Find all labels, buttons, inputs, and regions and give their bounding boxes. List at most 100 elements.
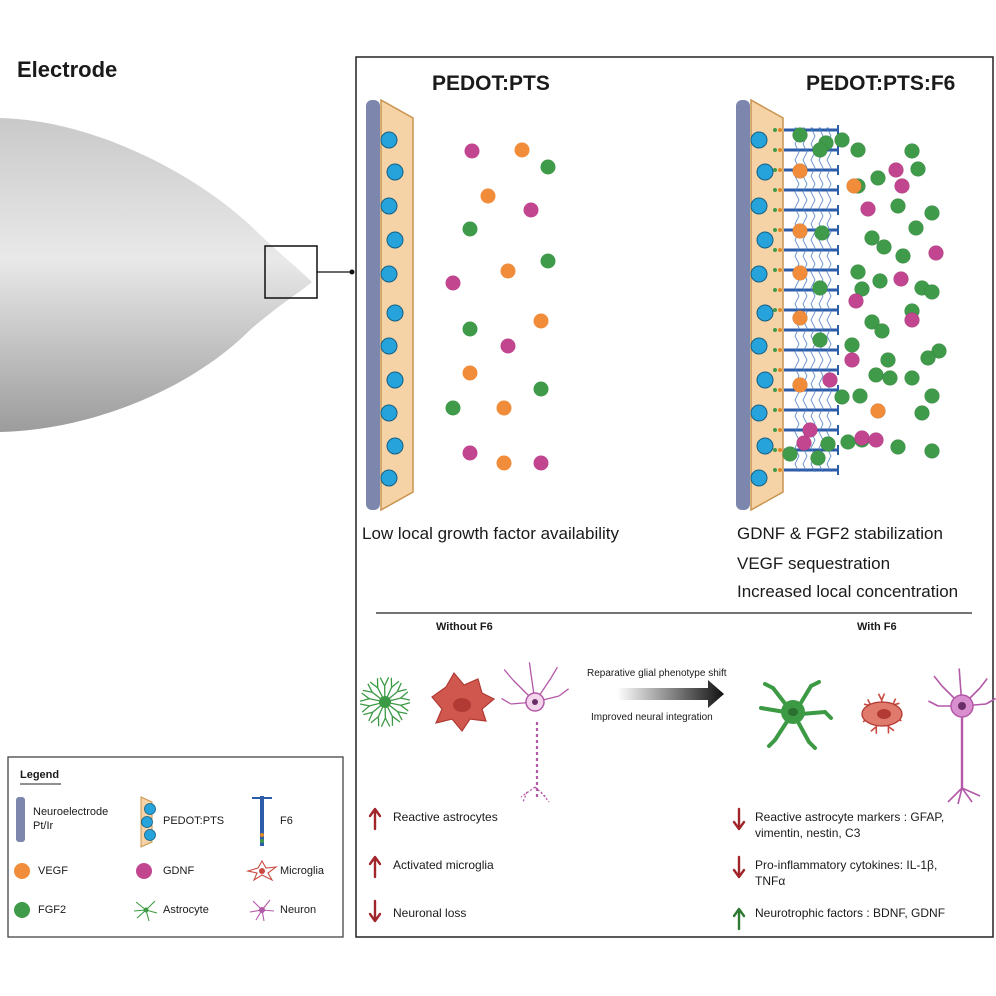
growth-factor-particle [445,400,461,416]
growth-factor-particle [814,225,830,241]
growth-factor-particle [445,275,461,291]
effect-without-2: Activated microglia [393,858,494,872]
pedot-sphere [380,469,398,487]
pedot-sphere [380,197,398,215]
down-arrow-icon [732,855,746,879]
legend-neuron-label: Neuron [280,904,317,916]
main-panel-frame [355,56,994,938]
left-growth-factors [445,142,556,471]
pedot-sphere [386,371,404,389]
growth-factor-particle [844,337,860,353]
neuron-healthy [928,668,996,805]
growth-factor-particle [893,271,909,287]
growth-factor-particle [480,188,496,204]
pedot-sphere [386,437,404,455]
legend-microglia-label: Microglia [280,865,325,877]
pedot-sphere [380,404,398,422]
growth-factor-particle [924,443,940,459]
growth-factor-particle [904,370,920,386]
phenotype-shift-arrow [617,680,724,708]
growth-factor-particle [850,142,866,158]
arrow-top-label: Reparative glial phenotype shift [587,668,727,679]
effect-with-2-line-1: Pro-inflammatory cytokines: IL-1β, [755,858,938,872]
pedot-sphere [750,469,768,487]
legend-box [7,756,344,938]
growth-factor-particle [523,202,539,218]
effect-with-1-line-1: Reactive astrocyte markers : GFAP, [755,810,945,824]
legend-neuroelectrode-label-1: Neuroelectrode [33,806,109,818]
pedot-sphere [756,371,774,389]
growth-factor-particle [920,350,936,366]
effect-arrows [368,807,746,931]
growth-factor-particle [924,388,940,404]
up-arrow-icon [732,907,746,931]
effect-without-3: Neuronal loss [393,906,467,920]
growth-factor-particle [931,343,947,359]
legend-f6-label: F6 [280,815,293,827]
growth-factor-particle [540,159,556,175]
effect-with-1-line-2: vimentin, nestin, C3 [755,826,861,840]
pedot-sphere [386,231,404,249]
right-growth-factors [782,127,947,466]
legend-pedot-swatch [140,796,156,848]
growth-factor-particle [924,284,940,300]
growth-factor-particle [496,455,512,471]
pedot-sphere [750,337,768,355]
growth-factor-particle [792,223,808,239]
neuron-degenerating [501,662,569,803]
effect-without-1: Reactive astrocytes [393,810,498,824]
legend-f6-swatch [252,796,272,846]
growth-factor-particle [812,142,828,158]
growth-factor-particle [540,253,556,269]
growth-factor-particle [904,143,920,159]
growth-factor-particle [796,435,812,451]
arrow-bottom-label: Improved neural integration [591,712,713,723]
growth-factor-particle [462,365,478,381]
growth-factor-particle [908,220,924,236]
pedot-sphere [750,265,768,283]
legend-astrocyte-swatch [133,900,158,922]
microglia-activated [431,671,496,733]
growth-factor-particle [864,314,880,330]
growth-factor-particle [782,446,798,462]
growth-factor-particle [876,239,892,255]
growth-factor-particle [888,162,904,178]
pedot-sphere [380,265,398,283]
pedot-sphere [386,304,404,322]
pedot-pts-electrode [366,98,414,512]
right-panel-title: PEDOT:PTS:F6 [806,72,956,95]
growth-factor-particle [860,201,876,217]
electrode-probe [0,118,312,432]
growth-factor-particle [462,321,478,337]
pedot-sphere [750,404,768,422]
up-arrow-icon [368,855,382,879]
growth-factor-particle [462,221,478,237]
pedot-sphere [756,231,774,249]
legend-pedot-label: PEDOT:PTS [163,815,225,827]
with-f6-label: With F6 [857,621,897,633]
legend-vegf-swatch [14,863,30,879]
growth-factor-particle [882,370,898,386]
growth-factor-particle [810,450,826,466]
growth-factor-particle [870,403,886,419]
growth-factor-particle [834,389,850,405]
microglia-resting [861,693,903,734]
pedot-sphere [750,131,768,149]
growth-factor-particle [854,430,870,446]
growth-factor-particle [822,372,838,388]
growth-factor-particle [850,264,866,280]
growth-factor-particle [533,381,549,397]
legend-gdnf-label: GDNF [163,865,195,877]
effect-with-3-line-1: Neurotrophic factors : BDNF, GDNF [755,906,946,920]
growth-factor-particle [868,367,884,383]
legend-fgf2-label: FGF2 [38,904,67,916]
effect-with-2-line-2: TNFα [755,874,786,888]
growth-factor-particle [924,205,940,221]
pedot-sphere [756,437,774,455]
legend-neuroelectrode-label-2: Pt/Ir [33,820,54,832]
astrocyte-reactive [359,677,411,727]
growth-factor-particle [874,323,890,339]
growth-factor-particle [496,400,512,416]
legend-gdnf-swatch [136,863,152,879]
